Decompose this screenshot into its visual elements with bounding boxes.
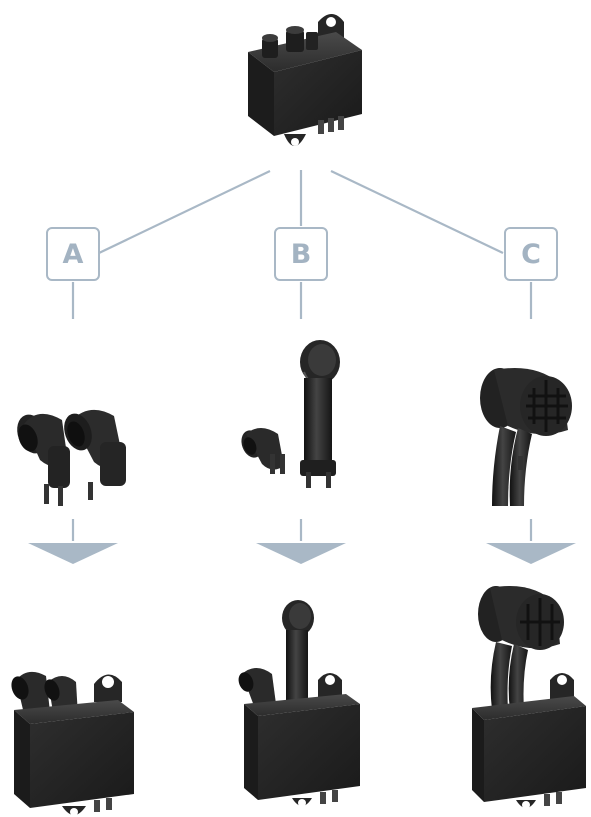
- option-label-c-text: C: [521, 238, 541, 270]
- option-label-a-text: A: [62, 238, 84, 270]
- down-arrow-icon: [28, 543, 118, 564]
- pipe-with-cap-connector-icon: [241, 340, 340, 488]
- branch-lines: [71, 170, 533, 541]
- assembled-module-b: [238, 600, 360, 807]
- option-label-b-text: B: [290, 238, 312, 270]
- option-label-b: B: [274, 227, 328, 281]
- down-arrow-icon: [486, 543, 576, 564]
- option-label-c: C: [504, 227, 558, 281]
- branch-line-c: [330, 170, 504, 254]
- large-bent-duct-connector-icon: [480, 368, 572, 506]
- assembled-module-c: [472, 586, 586, 809]
- assembled-module-a: [11, 671, 134, 816]
- down-arrow-icon: [256, 543, 346, 564]
- down-arrows: [28, 543, 576, 564]
- junction-box-icon: [248, 14, 362, 146]
- branch-line-a: [98, 170, 271, 254]
- option-label-a: A: [46, 227, 100, 281]
- dual-elbow-connector-icon: [17, 409, 126, 506]
